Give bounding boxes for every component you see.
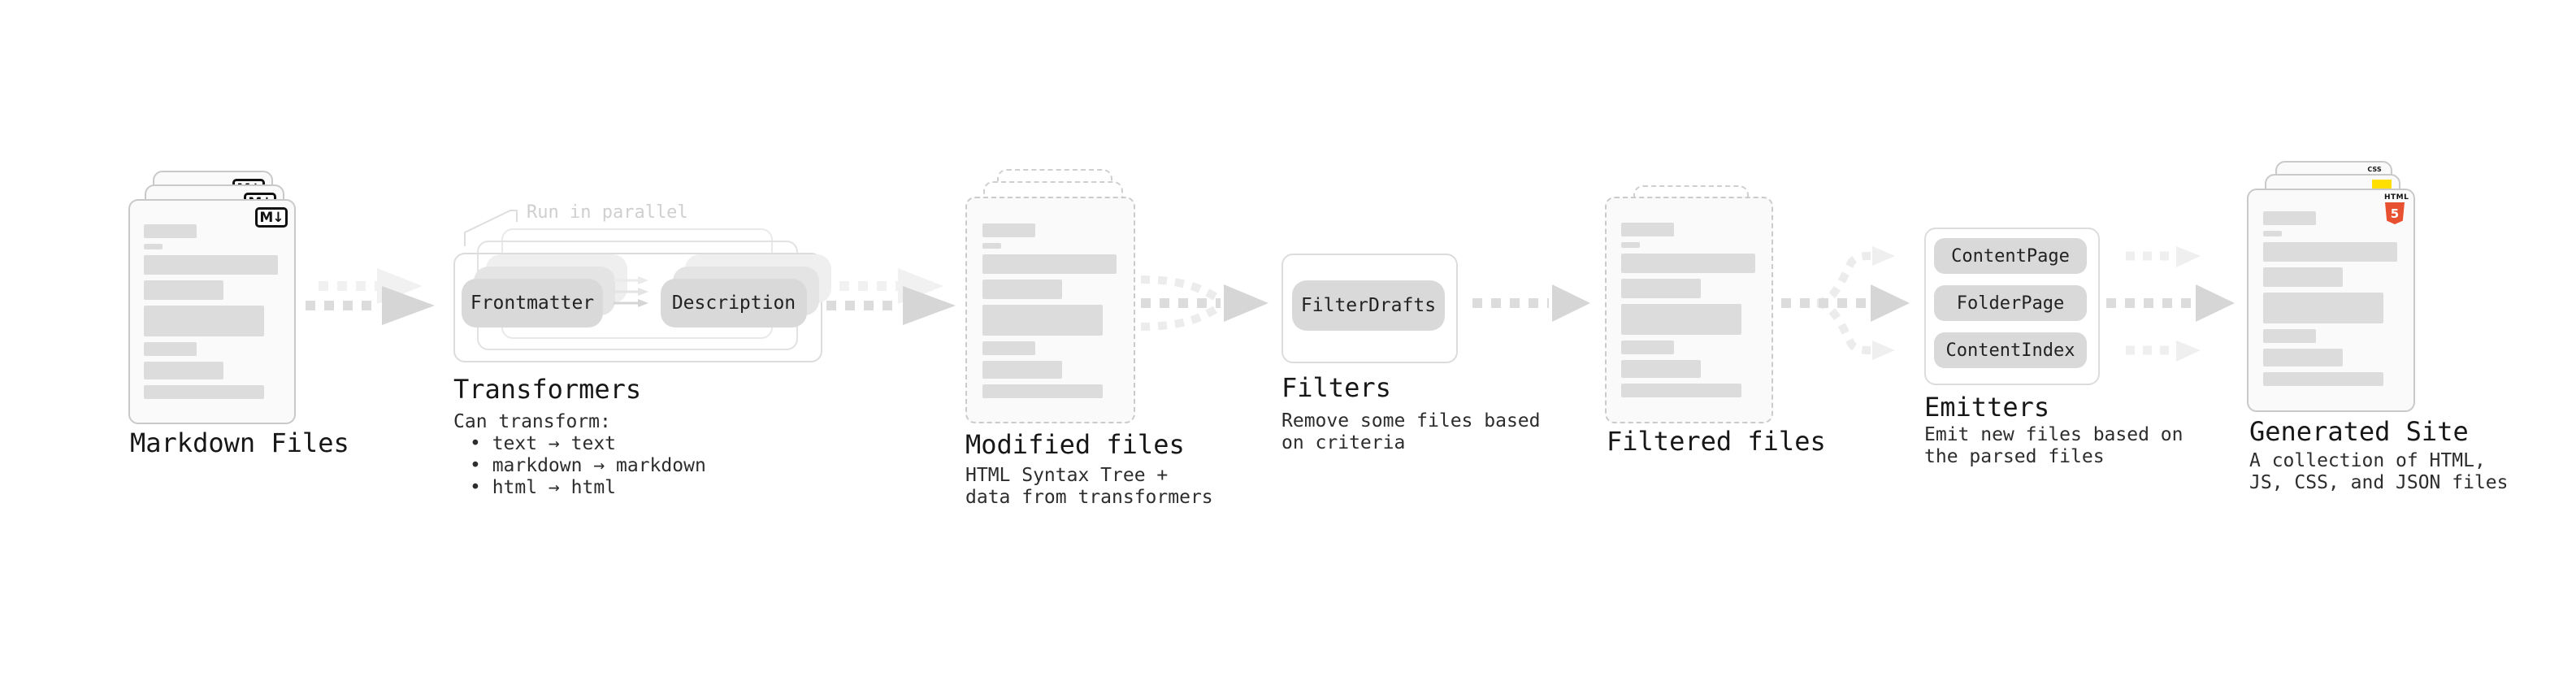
- flow-arrow-transformers-to-modified: [826, 268, 956, 325]
- contentindex-pill: ContentIndex: [1934, 332, 2087, 368]
- javascript-icon: [2372, 180, 2392, 189]
- desc-bullet: • text → text: [470, 433, 617, 454]
- flow-arrow-markdown-to-transformers: [306, 268, 435, 325]
- markdown-file-card-front: M↓: [128, 199, 296, 424]
- desc-line: Emit new files based on: [1924, 424, 2184, 445]
- generated-site-description: A collection of HTML, JS, CSS, and JSON …: [2249, 450, 2509, 494]
- generated-file-card-html: HTML 5: [2247, 189, 2415, 412]
- flow-arrows-emitters-to-generated: [2106, 246, 2235, 362]
- frontmatter-pill: Frontmatter: [462, 279, 603, 327]
- document-text-placeholder: [130, 201, 278, 399]
- emitters-box: [1924, 228, 2100, 385]
- flow-arrow-split-to-emitters: [1781, 246, 1910, 360]
- modified-file-card-front: [965, 197, 1135, 423]
- document-text-placeholder: [2249, 190, 2397, 386]
- desc-bullet: • html → html: [470, 477, 617, 498]
- emitters-title: Emitters: [1924, 392, 2050, 423]
- desc-line: data from transformers: [965, 487, 1213, 508]
- desc-bullet: • markdown → markdown: [470, 455, 706, 476]
- generated-site-title: Generated Site: [2249, 416, 2469, 447]
- filters-title: Filters: [1281, 372, 1391, 403]
- document-text-placeholder: [1607, 198, 1755, 397]
- modified-files-title: Modified files: [965, 429, 1185, 460]
- desc-line: HTML Syntax Tree +: [965, 465, 1169, 486]
- flow-arrow-merge-to-filters: [1140, 275, 1268, 331]
- markdown-files-label: Markdown Files: [130, 427, 349, 458]
- parallel-transform-arrows: [614, 276, 648, 307]
- transformers-description: Can transform: • text → text • markdown …: [453, 411, 706, 499]
- desc-line: JS, CSS, and JSON files: [2249, 472, 2509, 493]
- emitters-description: Emit new files based on the parsed files: [1924, 424, 2184, 468]
- html5-icon: HTML 5: [2384, 193, 2409, 224]
- flow-arrow-filters-to-filtered: [1472, 284, 1590, 322]
- desc-line: Can transform:: [453, 411, 611, 432]
- filtered-file-card-front: [1605, 197, 1773, 423]
- markdown-icon: M↓: [255, 207, 288, 228]
- desc-line: A collection of HTML,: [2249, 450, 2486, 471]
- description-pill: Description: [661, 279, 807, 327]
- modified-files-description: HTML Syntax Tree + data from transformer…: [965, 465, 1213, 509]
- contentpage-pill: ContentPage: [1934, 238, 2087, 274]
- document-text-placeholder: [967, 198, 1117, 398]
- transformers-title: Transformers: [453, 374, 642, 405]
- folderpage-pill: FolderPage: [1934, 285, 2087, 321]
- desc-line: Remove some files based: [1281, 410, 1541, 432]
- transformer-box-front: [453, 253, 822, 362]
- filters-box: [1281, 254, 1458, 363]
- filtered-files-title: Filtered files: [1607, 426, 1826, 457]
- run-in-parallel-annotation: Run in parallel: [527, 202, 688, 223]
- desc-line: the parsed files: [1924, 446, 2105, 467]
- filters-description: Remove some files based on criteria: [1281, 410, 1541, 454]
- desc-line: on criteria: [1281, 432, 1406, 453]
- filterdrafts-pill: FilterDrafts: [1292, 280, 1445, 331]
- annotation-connector-line: [464, 210, 518, 246]
